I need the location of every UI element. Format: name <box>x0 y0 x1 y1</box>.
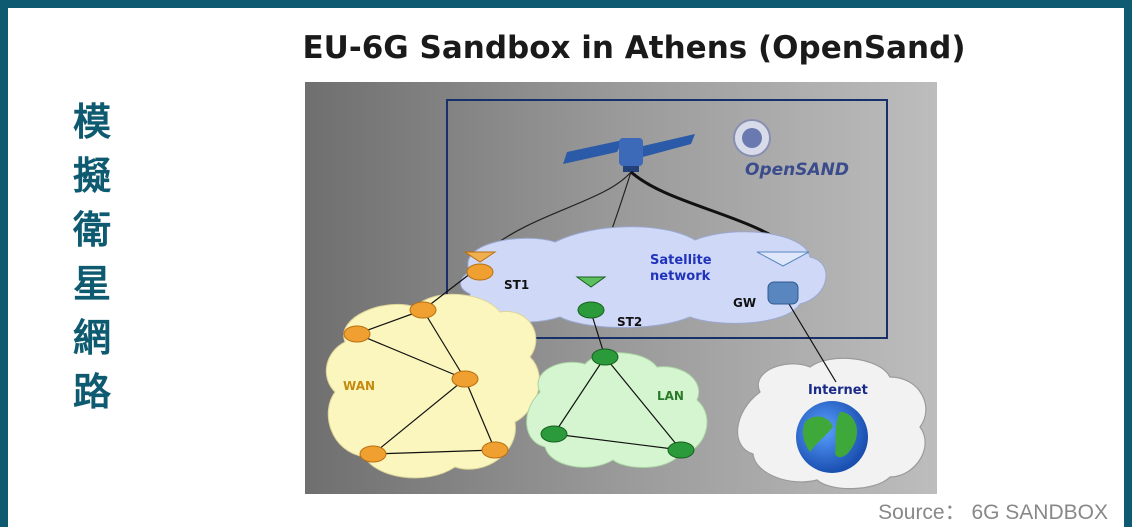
source-caption: Source： 6G SANDBOX <box>878 501 1108 524</box>
side-title-char: 網 <box>72 316 111 360</box>
side-title-char: 模 <box>72 100 111 144</box>
satellite-system-box <box>446 99 888 339</box>
wan-cloud: WAN <box>325 293 540 479</box>
wan-router <box>451 370 479 388</box>
opensand-logo-text: OpenSAND <box>745 160 849 180</box>
opensand-network-diagram: OpenSAND Satellite network WAN LAN Inter… <box>305 82 937 494</box>
lan-router <box>591 348 619 366</box>
side-title-char: 擬 <box>72 154 111 198</box>
gateway-station: GW <box>733 251 810 310</box>
side-title-char: 路 <box>72 370 111 414</box>
wan-router <box>481 441 509 459</box>
st1-label: ST1 <box>504 278 529 292</box>
satellite-network-cloud: Satellite network <box>460 226 827 328</box>
gw-label: GW <box>733 296 756 310</box>
lan-router <box>667 441 695 459</box>
top-border <box>0 0 1132 8</box>
internet-cloud: Internet <box>737 357 927 490</box>
lan-cloud: LAN <box>526 352 708 469</box>
internet-label: Internet <box>808 383 868 398</box>
st1-terminal: ST1 <box>463 251 529 292</box>
satellite-icon <box>563 134 695 172</box>
st2-terminal: ST2 <box>575 276 642 329</box>
wan-router <box>409 301 437 319</box>
left-border <box>0 0 8 527</box>
wan-router <box>359 445 387 463</box>
lan-router <box>540 425 568 443</box>
wan-router <box>343 325 371 343</box>
lan-label: LAN <box>657 389 684 403</box>
wan-label: WAN <box>343 379 375 393</box>
side-title: 模 擬 衛 星 網 路 <box>62 95 122 419</box>
st2-label: ST2 <box>617 315 642 329</box>
side-title-char: 星 <box>72 262 111 306</box>
satellite-network-label-2: network <box>650 269 711 284</box>
satellite-network-label: Satellite <box>650 253 712 268</box>
side-title-char: 衛 <box>72 208 111 252</box>
slide-title: EU-6G Sandbox in Athens (OpenSand) <box>302 30 966 66</box>
opensand-logo: OpenSAND <box>733 119 849 180</box>
right-border <box>1124 0 1132 527</box>
